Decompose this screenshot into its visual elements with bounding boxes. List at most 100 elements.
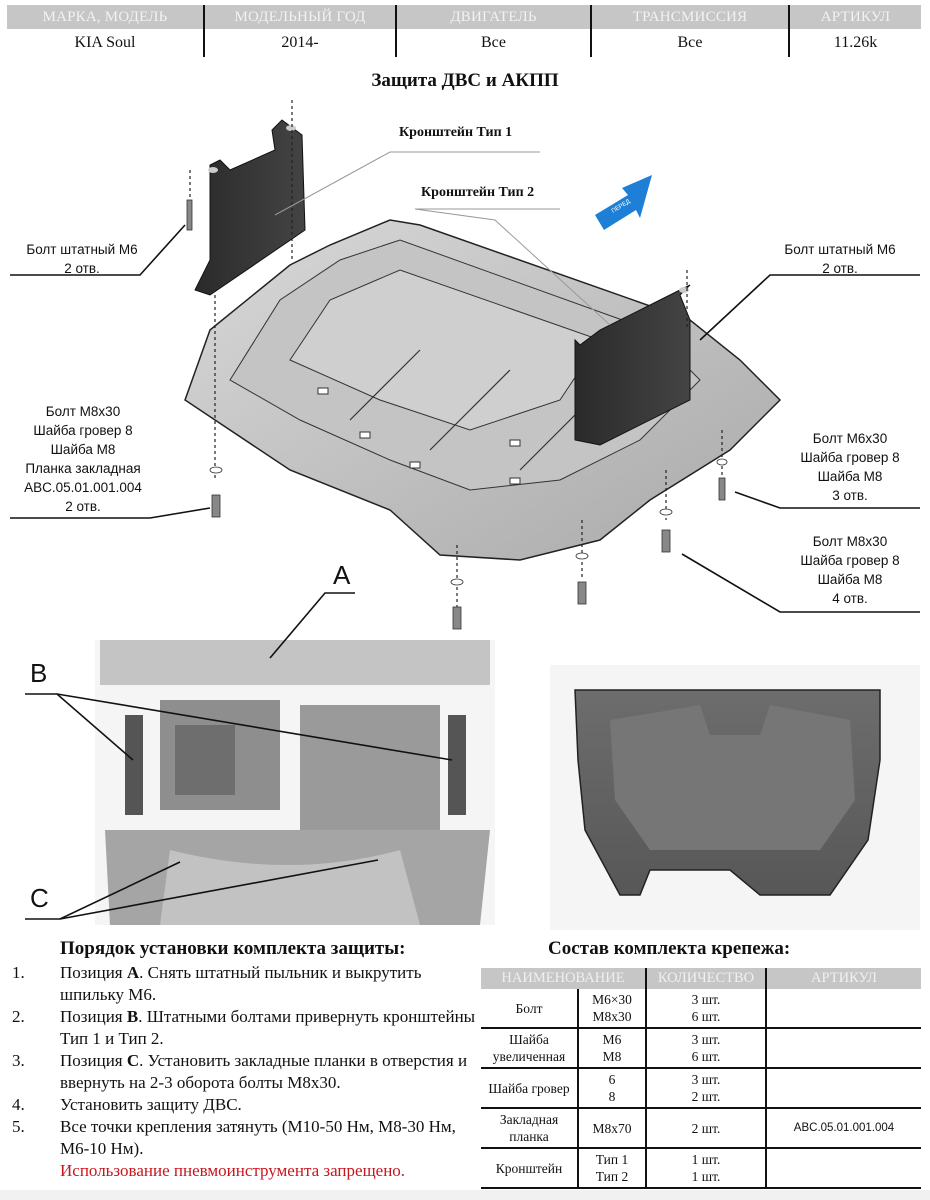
spec-header-year: МОДЕЛЬНЫЙ ГОД: [203, 5, 396, 29]
kit-header-row: НАИМЕНОВАНИЕ КОЛИЧЕСТВО АРТИКУЛ: [481, 968, 921, 989]
callout-right-middle: Болт М6х30 Шайба гровер 8 Шайба М8 3 отв…: [785, 429, 915, 505]
kit-header-article: АРТИКУЛ: [765, 968, 921, 989]
callout-line: Шайба гровер 8: [800, 553, 900, 568]
kit-item-name: Шайба гровер: [481, 1068, 578, 1109]
spec-header-engine: ДВИГАТЕЛЬ: [395, 5, 591, 29]
assembly-drawing: ПЕРЕД: [10, 100, 920, 930]
position-letter-b: B: [30, 658, 48, 688]
kit-item-qty: 3 шт. 6 шт.: [645, 1028, 766, 1069]
position-letter-c: C: [30, 883, 49, 913]
callout-left-bottom: Болт М8х30 Шайба гровер 8 Шайба М8 Планк…: [8, 402, 158, 516]
kit-item-name: Закладная планка: [481, 1108, 578, 1149]
kit-item-article: ABC.05.01.001.004: [765, 1108, 921, 1149]
step-prefix: Позиция: [60, 1007, 127, 1026]
kit-item-name: Шайба увеличенная: [481, 1028, 578, 1069]
kit-header-name: НАИМЕНОВАНИЕ: [481, 968, 646, 989]
kit-title: Состав комплекта крепежа:: [548, 938, 791, 959]
kit-item-name: Болт: [481, 989, 578, 1029]
kit-qty: 1 шт.: [691, 1152, 721, 1167]
kit-qty: 3 шт.: [691, 1032, 721, 1047]
skid-plate: [184, 219, 782, 561]
kit-size: М6×30: [592, 992, 632, 1007]
kit-item-article: [765, 989, 921, 1029]
warning-text: Использование пневмоинструмента запрещен…: [60, 1161, 406, 1180]
instruction-step: 2.Позиция В. Штатными болтами привернуть…: [12, 1006, 482, 1050]
installed-skid-photo: [550, 665, 920, 930]
instruction-step: 3.Позиция С. Установить закладные планки…: [12, 1050, 482, 1094]
spec-header-model: МАРКА, МОДЕЛЬ: [7, 5, 204, 29]
kit-qty: 1 шт.: [691, 1169, 721, 1184]
step-prefix: Позиция: [60, 963, 127, 982]
step-number: 4.: [12, 1095, 25, 1114]
kit-qty: 6 шт.: [691, 1049, 721, 1064]
spec-year: 2014-: [203, 29, 396, 57]
spec-header-transmission: ТРАНСМИССИЯ: [590, 5, 789, 29]
kit-qty: 6 шт.: [691, 1009, 721, 1024]
bracket-type-1: [194, 119, 306, 296]
kit-item-article: [765, 1028, 921, 1069]
callout-line: Шайба гровер 8: [33, 423, 133, 438]
callout-line: Болт М6х30: [812, 431, 888, 446]
instructions-list: 1. Позиция А. Снять штатный пыльник и вык…: [12, 962, 482, 1182]
step-text: Все точки крепления затянуть (М10-50 Нм,…: [60, 1117, 456, 1158]
bracket-leader-lines: [274, 151, 611, 326]
kit-item-qty: 3 шт.2 шт.: [645, 1068, 766, 1109]
kit-size: Тип 2: [595, 1169, 629, 1184]
engine-bay-photo: [95, 640, 495, 925]
kit-size: М8: [602, 1049, 622, 1064]
callout-line: Болт М8х30: [812, 534, 888, 549]
step-position: В: [126, 1007, 139, 1026]
spec-transmission: Все: [590, 29, 789, 57]
kit-item-sizes: М8х70: [577, 1108, 646, 1149]
callout-line: Шайба гровер 8: [800, 450, 900, 465]
step-text: . Снять штатный пыльник и выкрутить шпил…: [60, 963, 422, 1004]
kit-size: М8х70: [592, 1120, 632, 1136]
bracket-type-1-label: Кронштейн Тип 1: [399, 125, 513, 140]
bracket-type-2-label: Кронштейн Тип 2: [421, 185, 535, 200]
position-letter-a: A: [333, 560, 351, 590]
spec-header-article: АРТИКУЛ: [788, 5, 921, 29]
step-position: С: [126, 1051, 140, 1070]
spec-engine: Все: [395, 29, 591, 57]
kit-size: Тип 1: [595, 1152, 629, 1167]
callout-right-top: Болт штатный М6 2 отв.: [770, 240, 910, 278]
step-text: Установить защиту ДВС.: [60, 1095, 242, 1114]
step-number: 1.: [12, 963, 25, 982]
callout-right-bottom: Болт М8х30 Шайба гровер 8 Шайба М8 4 отв…: [785, 532, 915, 608]
kit-item-article: [765, 1148, 921, 1189]
callout-line: Болт штатный М6: [784, 242, 896, 257]
step-number: 3.: [12, 1051, 25, 1070]
kit-table: НАИМЕНОВАНИЕ КОЛИЧЕСТВО АРТИКУЛ Болт М6×…: [481, 968, 921, 1189]
leader-lines: [10, 224, 920, 613]
position-leaders: [25, 592, 453, 920]
page-title: Защита ДВС и АКПП: [371, 70, 559, 91]
front-direction-arrow: ПЕРЕД: [595, 175, 652, 230]
instruction-step: 5. Все точки крепления затянуть (М10-50 Н…: [12, 1116, 482, 1182]
spec-value-row: KIA Soul 2014- Все Все 11.26k: [7, 29, 921, 57]
spec-header-row: МАРКА, МОДЕЛЬ МОДЕЛЬНЫЙ ГОД ДВИГАТЕЛЬ ТР…: [7, 5, 921, 29]
spec-table: МАРКА, МОДЕЛЬ МОДЕЛЬНЫЙ ГОД ДВИГАТЕЛЬ ТР…: [7, 5, 921, 57]
callout-line: 2 отв.: [65, 499, 101, 514]
spec-article: 11.26k: [788, 29, 921, 57]
step-number: 5.: [12, 1117, 25, 1136]
callout-line: Шайба М8: [50, 442, 116, 457]
step-position: А: [126, 963, 140, 982]
kit-size: 8: [608, 1089, 616, 1104]
kit-header-qty: КОЛИЧЕСТВО: [645, 968, 766, 989]
step-text: . Штатными болтами привернуть кронштейны…: [60, 1007, 476, 1048]
kit-item-qty: 1 шт. 1 шт.: [645, 1148, 766, 1189]
callout-line: 3 отв.: [832, 488, 868, 503]
kit-qty: 2 шт.: [691, 1089, 721, 1104]
callout-line: Болт штатный М6: [26, 242, 138, 257]
kit-size: М6: [602, 1032, 622, 1047]
callout-line: 2 отв.: [822, 261, 858, 276]
footer-strip: [0, 1190, 930, 1200]
callout-line: Шайба М8: [817, 572, 883, 587]
spec-model: KIA Soul: [74, 34, 136, 51]
callout-line: 4 отв.: [832, 591, 868, 606]
